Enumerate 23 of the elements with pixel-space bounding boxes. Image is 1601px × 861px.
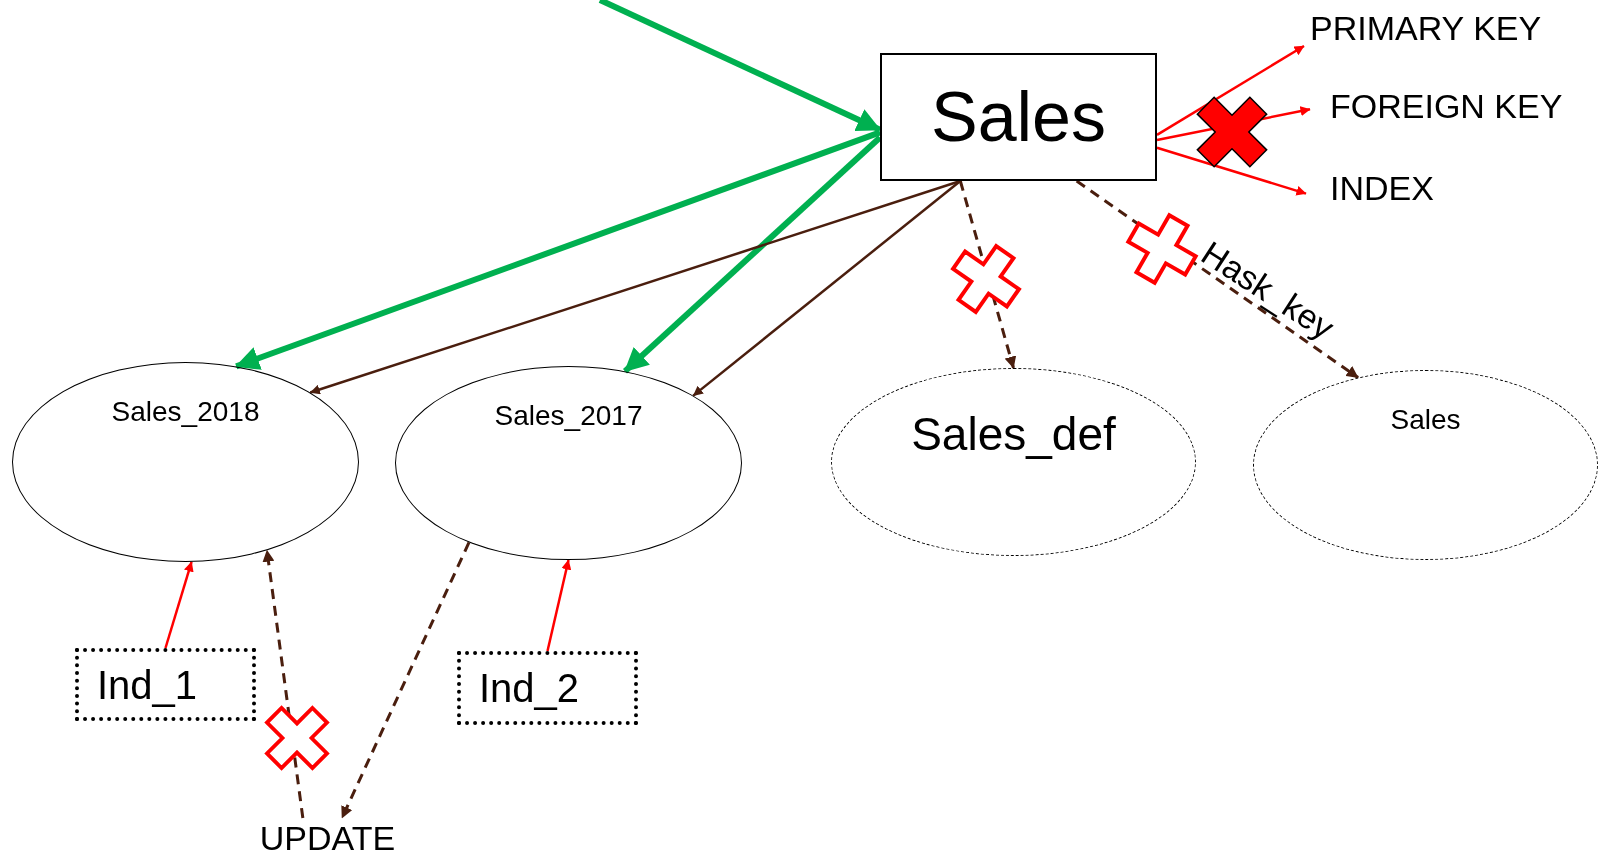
node-label: Sales xyxy=(930,78,1107,156)
arrow xyxy=(262,549,305,819)
arrow xyxy=(235,129,882,370)
node-label: Sales_def xyxy=(911,409,1116,460)
arrow xyxy=(692,180,962,397)
node-label: Sales_2018 xyxy=(111,397,260,428)
arrow xyxy=(164,561,194,649)
arrow xyxy=(340,541,471,819)
arrow xyxy=(1156,146,1307,196)
action-label: UPDATE xyxy=(259,820,396,858)
node-label: Ind_1 xyxy=(97,662,198,707)
table-box xyxy=(880,53,1157,181)
node-label: Sales_2017 xyxy=(494,401,643,432)
constraint-label: PRIMARY KEY xyxy=(1310,10,1542,48)
constraint-label: FOREIGN KEY xyxy=(1330,88,1563,126)
arrow xyxy=(1156,44,1305,136)
node-label: Ind_2 xyxy=(479,666,580,710)
arrow xyxy=(598,0,882,133)
index-box xyxy=(457,651,638,725)
index-box xyxy=(75,648,256,721)
node-label: Sales xyxy=(1390,405,1461,436)
arrow xyxy=(546,559,572,652)
constraint-label: INDEX xyxy=(1330,170,1434,208)
